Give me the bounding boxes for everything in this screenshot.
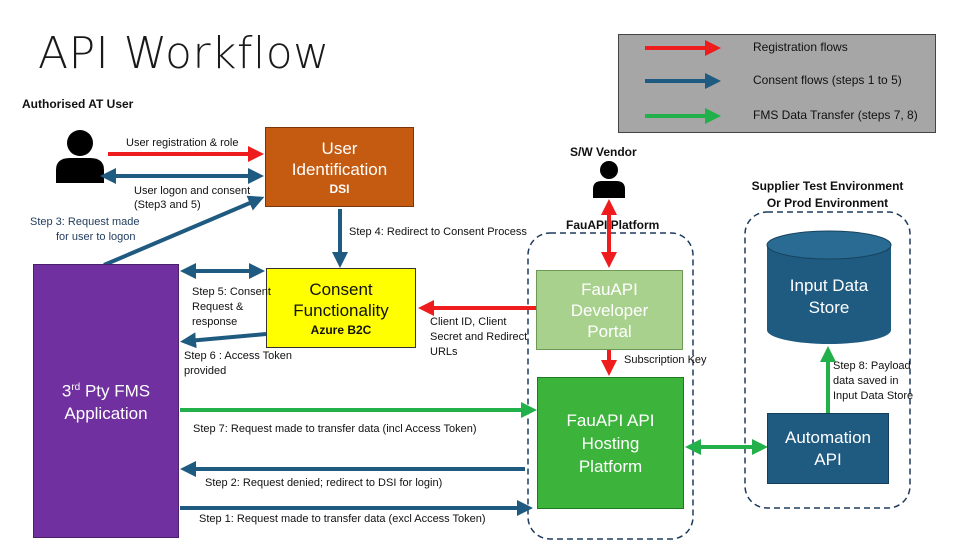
- automation-api-box: Automation API: [767, 413, 889, 484]
- fms-application-box: 3rd Pty FMS Application: [33, 264, 179, 538]
- step5-label-1: Step 5: Consent: [192, 286, 271, 298]
- step5-label-3: response: [192, 316, 238, 328]
- step8-label-2: data saved in: [833, 375, 899, 387]
- user-identification-sub: DSI: [329, 182, 350, 196]
- consent-functionality-box: Consent Functionality Azure B2C: [266, 268, 416, 348]
- step6-label-2: provided: [184, 365, 227, 377]
- step5-label-2: Request &: [192, 301, 244, 313]
- automation-api-title: Automation API: [785, 427, 871, 469]
- vendor-person-icon: [593, 161, 625, 198]
- step2-label: Step 2: Request denied; redirect to DSI …: [205, 477, 443, 489]
- supplier-env-label-2: Or Prod Environment: [766, 196, 889, 210]
- user-registration-label: User registration & role: [126, 137, 239, 149]
- hosting-platform-box: FauAPI API Hosting Platform: [537, 377, 684, 509]
- user-logon-label-1: User logon and consent: [134, 185, 251, 197]
- step7-label: Step 7: Request made to transfer data (i…: [193, 423, 477, 435]
- fms-application-title-line1: 3rd Pty FMS: [61, 381, 151, 401]
- fauapi-platform-label: FauAPI Platform: [566, 218, 660, 232]
- step8-label-1: Step 8: Payload: [833, 360, 911, 372]
- user-logon-label-2: (Step3 and 5): [134, 199, 201, 211]
- supplier-env-label-1: Supplier Test Environment: [751, 179, 904, 193]
- step1-label: Step 1: Request made to transfer data (e…: [199, 513, 486, 525]
- subscription-key-label: Subscription Key: [624, 354, 707, 366]
- legend-arrows: [645, 40, 721, 124]
- step3-label-2: for user to logon: [56, 231, 136, 243]
- input-data-store-title: Input Data Store: [789, 276, 869, 317]
- consent-functionality-sub: Azure B2C: [310, 323, 372, 337]
- client-id-label-1: Client ID, Client: [430, 316, 507, 328]
- step6-label-1: Step 6 : Access Token: [184, 350, 293, 362]
- client-id-label-3: URLs: [430, 346, 458, 358]
- page-title: API Workflow: [38, 28, 330, 79]
- developer-portal-box: FauAPI Developer Portal: [536, 270, 683, 350]
- legend-fms-label: FMS Data Transfer (steps 7, 8): [753, 108, 918, 122]
- user-identification-title: User Identification: [291, 139, 388, 179]
- at-user-label: Authorised AT User: [22, 97, 134, 111]
- client-id-label-2: Secret and Redirect: [430, 331, 528, 343]
- supplier-env-group: [744, 211, 911, 509]
- step8-label-3: Input Data Store: [833, 390, 914, 402]
- input-data-store-cylinder: [766, 230, 892, 344]
- legend-consent-label: Consent flows (steps 1 to 5): [753, 73, 902, 87]
- consent-functionality-title: Consent Functionality: [293, 280, 389, 320]
- user-identification-box: User Identification DSI: [265, 127, 414, 207]
- fms-application-title-line2: Application: [64, 403, 148, 423]
- user-person-icon: [56, 130, 104, 183]
- hosting-platform-title: FauAPI API Hosting Platform: [566, 410, 655, 476]
- step3-label-1: Step 3: Request made: [30, 216, 140, 228]
- legend-registration-label: Registration flows: [753, 40, 848, 54]
- step4-label: Step 4: Redirect to Consent Process: [349, 226, 527, 238]
- legend: Registration flows Consent flows (steps …: [618, 34, 936, 133]
- sw-vendor-label: S/W Vendor: [570, 145, 637, 159]
- input-data-store-box: Input Data Store: [768, 268, 890, 326]
- step3-arrow: [103, 195, 265, 267]
- step6-arrow: [180, 332, 267, 349]
- developer-portal-title: FauAPI Developer Portal: [570, 279, 649, 341]
